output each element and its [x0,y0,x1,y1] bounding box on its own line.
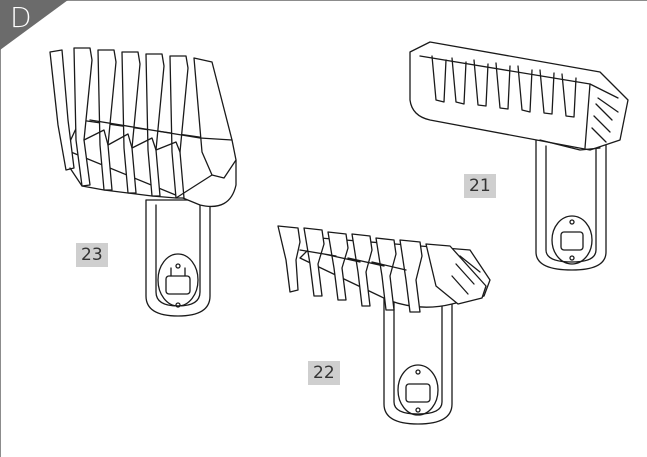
comb-21-head [409,41,629,151]
frame-top-border [0,0,647,1]
comb-23-stem [145,199,211,317]
comb-22-teeth [277,225,487,313]
comb-23-drawing [49,47,237,317]
comb-21-drawing [409,41,629,271]
comb-23-teeth [49,47,237,199]
comb-22-stem [383,289,453,425]
comb-21-teeth [431,55,577,118]
frame-left-border [0,0,1,457]
comb-21-stem [535,139,607,271]
section-corner-tab [0,0,68,50]
comb-22-drawing [277,225,491,425]
part-label-22: 22 [308,361,340,385]
part-label-23: 23 [76,243,108,267]
part-label-21: 21 [464,174,496,198]
section-letter: D [10,1,32,34]
